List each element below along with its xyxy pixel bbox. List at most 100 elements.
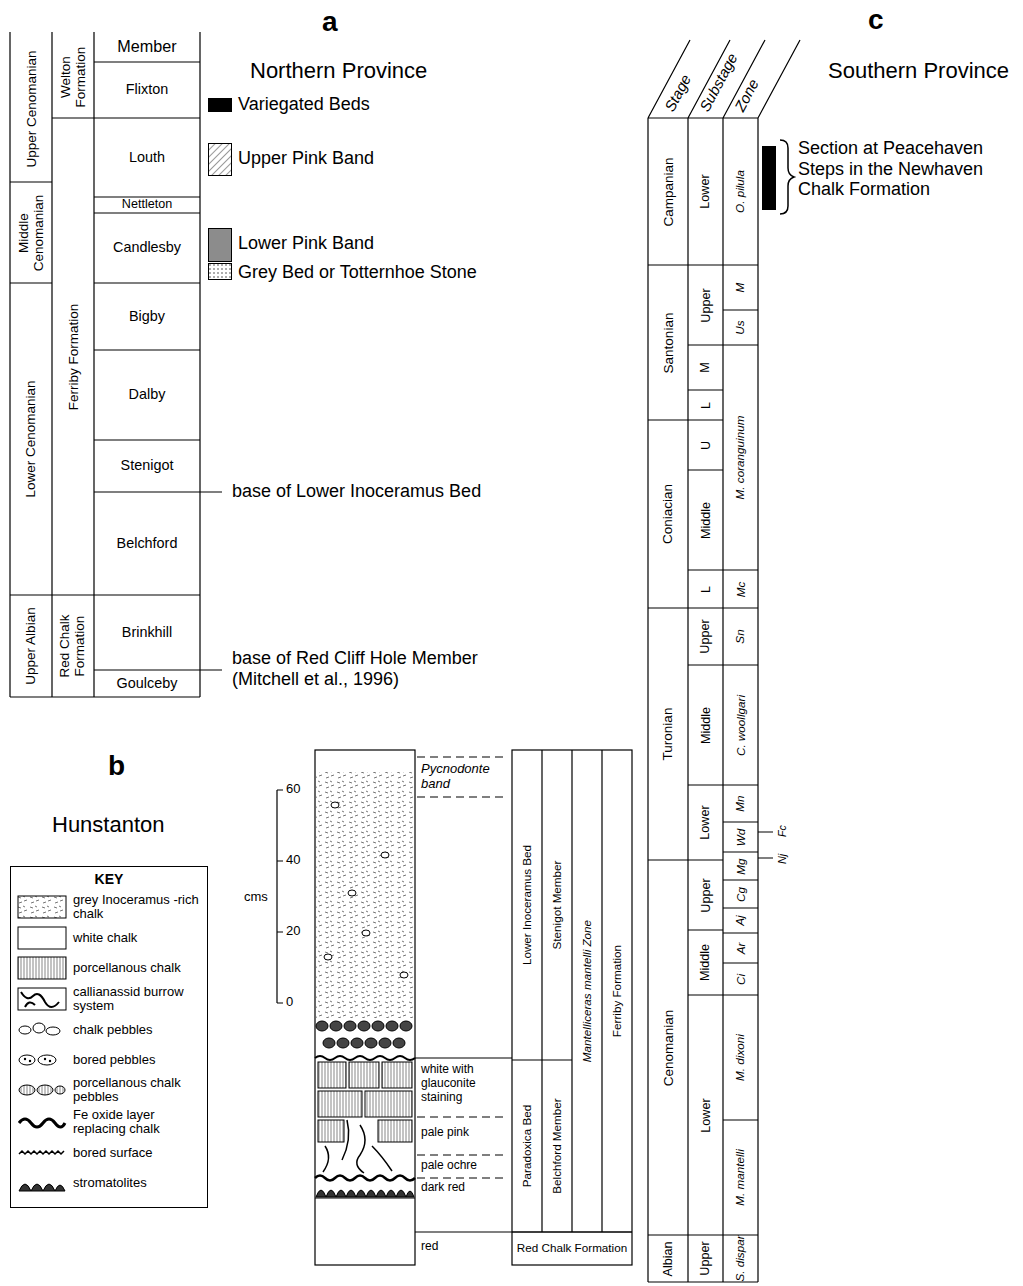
rotated-cell-text: Middle: [688, 470, 723, 570]
column-boundary: [315, 1197, 415, 1198]
table-cell-text: Nettleton: [94, 197, 200, 213]
swatch-shape: [49, 1059, 51, 1061]
legend-row: porcellanous chalk pebbles: [17, 1076, 201, 1105]
annotation-text: 0: [286, 995, 293, 1010]
annotation-text: dark red: [421, 1181, 465, 1195]
annotation-text: pale pink: [421, 1126, 469, 1140]
shell: [362, 930, 370, 936]
swatch-shape: [19, 1184, 65, 1191]
annotation-text: 60: [286, 782, 300, 797]
legend-text: porcellanous chalk pebbles: [73, 1076, 201, 1105]
pebble: [351, 1038, 363, 1048]
legend-text: stromatolites: [73, 1176, 147, 1190]
strat-column: [315, 750, 415, 1265]
pebble: [337, 1038, 349, 1048]
block: [318, 1062, 346, 1088]
column-table: [512, 750, 632, 1265]
annotation-text: Section at Peacehaven Steps in the Newha…: [798, 138, 1018, 200]
rotated-cell-text: M: [723, 265, 758, 310]
legend-swatch: [17, 1048, 67, 1072]
rotated-cell-text: U: [688, 420, 723, 470]
legend-row: bored surface: [17, 1139, 201, 1166]
legend-row: porcellanous chalk: [17, 955, 201, 982]
stromatolites: [316, 1190, 414, 1197]
column-header: Stage: [661, 71, 695, 114]
rotated-cell-text: Ar: [723, 933, 758, 963]
rotated-cell-text: Paradoxica Bed: [512, 1060, 542, 1232]
swatch-shape: [18, 896, 66, 918]
legend-text: grey Inoceramus -rich chalk: [73, 893, 201, 922]
swatch-shape: [19, 1119, 65, 1127]
table-cell-text: Dalby: [94, 350, 200, 440]
rotated-cell-text: Ferriby Formation: [602, 750, 632, 1232]
legend-text: Variegated Beds: [238, 94, 370, 115]
swatch-shape: [209, 264, 232, 280]
rotated-cell-text: Santonian: [648, 265, 688, 420]
rotated-cell-text: Campanian: [648, 118, 688, 265]
swatch-shape: [19, 1085, 35, 1095]
rotated-cell-text: Wd: [723, 822, 758, 852]
pebble-layer: [316, 1021, 412, 1048]
legend-text: bored pebbles: [73, 1053, 155, 1067]
pebble: [386, 1021, 398, 1031]
rotated-cell-text: Stenigot Member: [542, 750, 572, 1060]
legend-row: bored pebbles: [17, 1046, 201, 1073]
shell: [348, 890, 356, 896]
rotated-cell-text: Albian: [648, 1235, 688, 1282]
annotation-text: a: [322, 6, 338, 38]
rotated-cell-text: Middle: [688, 930, 723, 995]
swatch-shape: [19, 1151, 64, 1154]
legend-text: Upper Pink Band: [238, 148, 374, 169]
rotated-cell-text: Coniacian: [648, 420, 688, 608]
pebble: [316, 1021, 328, 1031]
swatch-shape: [18, 957, 66, 979]
shell: [331, 802, 339, 808]
annotation-text: 40: [286, 853, 300, 868]
pebble: [358, 1021, 370, 1031]
legend-row: white chalk: [17, 925, 201, 952]
burrow-system: [323, 1120, 392, 1173]
leader-line: [200, 492, 222, 670]
legend-swatch: [17, 987, 67, 1011]
legend-box: KEY grey Inoceramus -rich chalk white chal…: [10, 866, 208, 1208]
pebble: [330, 1021, 342, 1031]
block: [349, 1062, 379, 1088]
legend-swatch: [17, 1141, 67, 1165]
legend-heading: KEY: [17, 871, 201, 887]
rotated-cell-text: Cenomanian: [648, 860, 688, 1235]
table-cell-text: Belchford: [94, 492, 200, 595]
pebble: [323, 1038, 335, 1048]
annotation-text: Northern Province: [250, 58, 427, 83]
pebble: [393, 1038, 405, 1048]
tick-line: [758, 832, 773, 858]
rotated-cell-text: Lower: [688, 785, 723, 860]
legend-text: Grey Bed or Totternhoe Stone: [238, 262, 477, 283]
rotated-cell-text: M. coranguinum: [723, 345, 758, 570]
legend-text: porcellanous chalk: [73, 961, 181, 975]
boundary-line: [415, 1058, 632, 1232]
rotated-cell-text: Upper: [688, 860, 723, 930]
shell: [324, 954, 332, 960]
shell: [400, 972, 408, 978]
annotation-text: c: [868, 4, 884, 36]
rotated-cell-text: Nj: [775, 846, 791, 872]
rotated-cell-text: Mn: [723, 785, 758, 822]
annotation-text: base of Lower Inoceramus Bed: [232, 481, 481, 502]
pebble: [372, 1021, 384, 1031]
annotation-text: cms: [244, 890, 268, 905]
scale-bar: [277, 790, 283, 1003]
swatch-shape: [55, 1086, 65, 1094]
rotated-cell-text: L: [688, 390, 723, 420]
swatch-shape: [24, 1057, 26, 1059]
pebble: [400, 1021, 412, 1031]
rotated-cell-text: Aj: [723, 908, 758, 933]
dashed-boundary: [417, 757, 505, 1178]
rotated-cell-text: Us: [723, 310, 758, 345]
table-cell-text: Goulceby: [94, 670, 200, 697]
rotated-cell-text: Red Chalk Formation: [52, 595, 94, 697]
annotation-text: Southern Province: [828, 58, 1009, 83]
shell-fragments: [324, 802, 408, 978]
annotation-text: red: [421, 1240, 438, 1254]
legend-swatch: [17, 1018, 67, 1042]
block: [318, 1091, 362, 1117]
